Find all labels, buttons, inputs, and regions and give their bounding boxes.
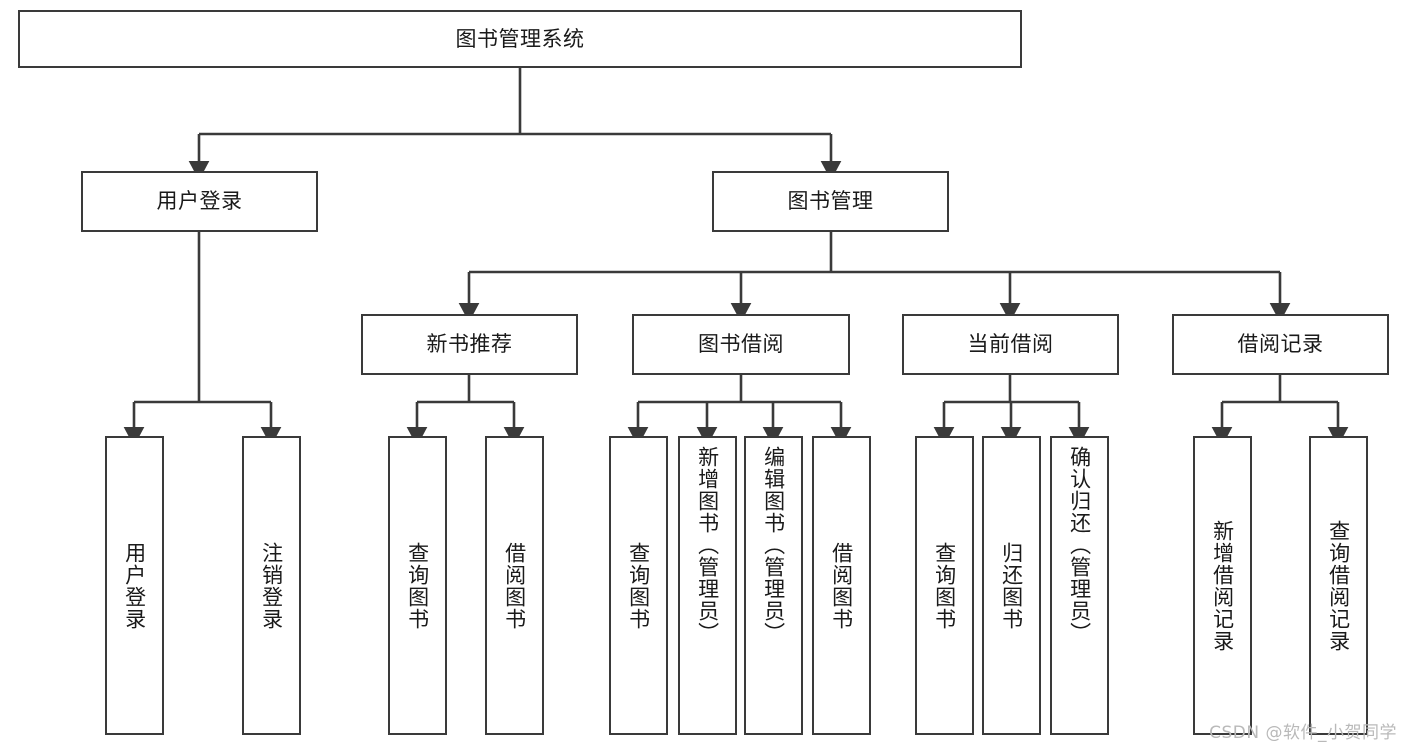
leaf-new-book-query-books[interactable]: 查询图书: [388, 436, 447, 735]
node-current-borrow[interactable]: 当前借阅: [902, 314, 1119, 375]
leaf-borrow-record-add-record[interactable]: 新增借阅记录: [1193, 436, 1252, 735]
leaf-new-book-borrow-books[interactable]: 借阅图书: [485, 436, 544, 735]
leaf-label: 新增借阅记录: [1210, 519, 1235, 652]
leaf-label: 查询借阅记录: [1326, 519, 1351, 652]
leaf-label: 查询图书: [405, 541, 430, 630]
leaf-label: 注销登录: [259, 541, 284, 630]
leaf-label: 新增图书（管理员）: [695, 446, 720, 644]
node-new-book-recommend[interactable]: 新书推荐: [361, 314, 578, 375]
watermark-text: CSDN @软件_小贺同学: [1209, 723, 1397, 743]
leaf-current-borrow-query-books[interactable]: 查询图书: [915, 436, 974, 735]
leaf-book-borrow-query-books[interactable]: 查询图书: [609, 436, 668, 735]
node-root-system[interactable]: 图书管理系统: [18, 10, 1022, 68]
leaf-book-borrow-borrow-books[interactable]: 借阅图书: [812, 436, 871, 735]
leaf-label: 借阅图书: [829, 541, 854, 630]
leaf-label: 编辑图书（管理员）: [761, 446, 786, 644]
leaf-current-borrow-return-books[interactable]: 归还图书: [982, 436, 1041, 735]
leaf-label: 查询图书: [932, 541, 957, 630]
leaf-label: 用户登录: [122, 541, 147, 630]
leaf-book-borrow-add-book-admin[interactable]: 新增图书（管理员）: [678, 436, 737, 735]
node-user-login[interactable]: 用户登录: [81, 171, 318, 232]
leaf-current-borrow-confirm-return-admin[interactable]: 确认归还（管理员）: [1050, 436, 1109, 735]
leaf-user-login-login[interactable]: 用户登录: [105, 436, 164, 735]
leaf-book-borrow-edit-book-admin[interactable]: 编辑图书（管理员）: [744, 436, 803, 735]
node-borrow-record[interactable]: 借阅记录: [1172, 314, 1389, 375]
leaf-user-login-logout[interactable]: 注销登录: [242, 436, 301, 735]
node-book-management[interactable]: 图书管理: [712, 171, 949, 232]
leaf-label: 查询图书: [626, 541, 651, 630]
leaf-label: 借阅图书: [502, 541, 527, 630]
leaf-label: 归还图书: [999, 541, 1024, 630]
leaf-label: 确认归还（管理员）: [1067, 446, 1092, 644]
leaf-borrow-record-query-record[interactable]: 查询借阅记录: [1309, 436, 1368, 735]
node-book-borrow[interactable]: 图书借阅: [632, 314, 850, 375]
